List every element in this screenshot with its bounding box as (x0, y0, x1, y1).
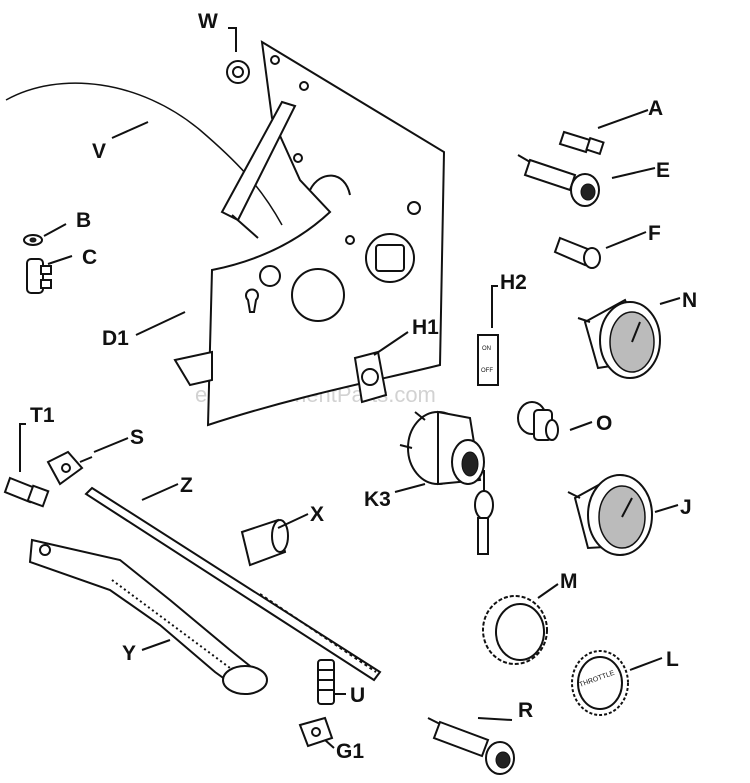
part-labels: W V A E B C F H2 N D1 H1 O T1 S Z K3 J X… (30, 10, 697, 763)
part-v-cable (5, 82, 283, 226)
label-y: Y (122, 642, 136, 665)
part-k3-key (474, 470, 494, 555)
label-h1: H1 (412, 316, 439, 339)
part-c-pin (26, 258, 52, 294)
part-j-gauge (567, 474, 653, 556)
label-z: Z (180, 474, 193, 497)
label-o: O (596, 412, 612, 435)
label-a: A (648, 97, 663, 120)
part-w-washer (226, 60, 250, 84)
part-e-fuse-holder (517, 154, 600, 207)
label-x: X (310, 503, 324, 526)
label-j: J (680, 496, 692, 519)
part-s-block (46, 450, 93, 486)
label-k3: K3 (364, 488, 391, 511)
label-h2: H2 (500, 271, 527, 294)
part-t1-fitting (3, 476, 50, 508)
part-r-fuse-holder (427, 717, 515, 775)
part-h2-switch-plate: ON OFF (477, 334, 499, 386)
label-c: C (82, 246, 97, 269)
part-f-adapter (553, 236, 601, 269)
part-z-throttle-rod (84, 486, 382, 682)
label-t1: T1 (30, 404, 55, 427)
plate-text-on: ON (482, 346, 491, 352)
label-b: B (76, 209, 91, 232)
part-d1-dash-panel (173, 40, 446, 427)
label-r: R (518, 699, 533, 722)
part-a-fuse (558, 130, 605, 156)
leader-lines (19, 27, 681, 749)
label-l: L (666, 648, 679, 671)
label-e: E (656, 159, 670, 182)
label-g1: G1 (336, 740, 364, 763)
part-o-push-button (517, 401, 559, 441)
label-f: F (648, 222, 661, 245)
part-k3-ignition-switch (399, 410, 485, 486)
label-d1: D1 (102, 327, 129, 350)
part-g1-bracket (298, 716, 334, 748)
part-n-gauge (577, 298, 661, 379)
part-h1-plate (353, 350, 388, 404)
part-u-stud (317, 659, 335, 705)
label-m: M (560, 570, 578, 593)
label-n: N (682, 289, 697, 312)
part-y-pawl-bar (28, 538, 268, 695)
label-v: V (92, 140, 106, 163)
label-s: S (130, 426, 144, 449)
part-x-spacer (240, 518, 289, 567)
label-u: U (350, 684, 365, 707)
part-b-washer (23, 234, 43, 246)
part-l-throttle-knob: THROTTLE (571, 650, 629, 716)
label-w: W (198, 10, 218, 33)
part-m-knob-cap (482, 595, 548, 665)
plate-text-off: OFF (481, 368, 493, 374)
